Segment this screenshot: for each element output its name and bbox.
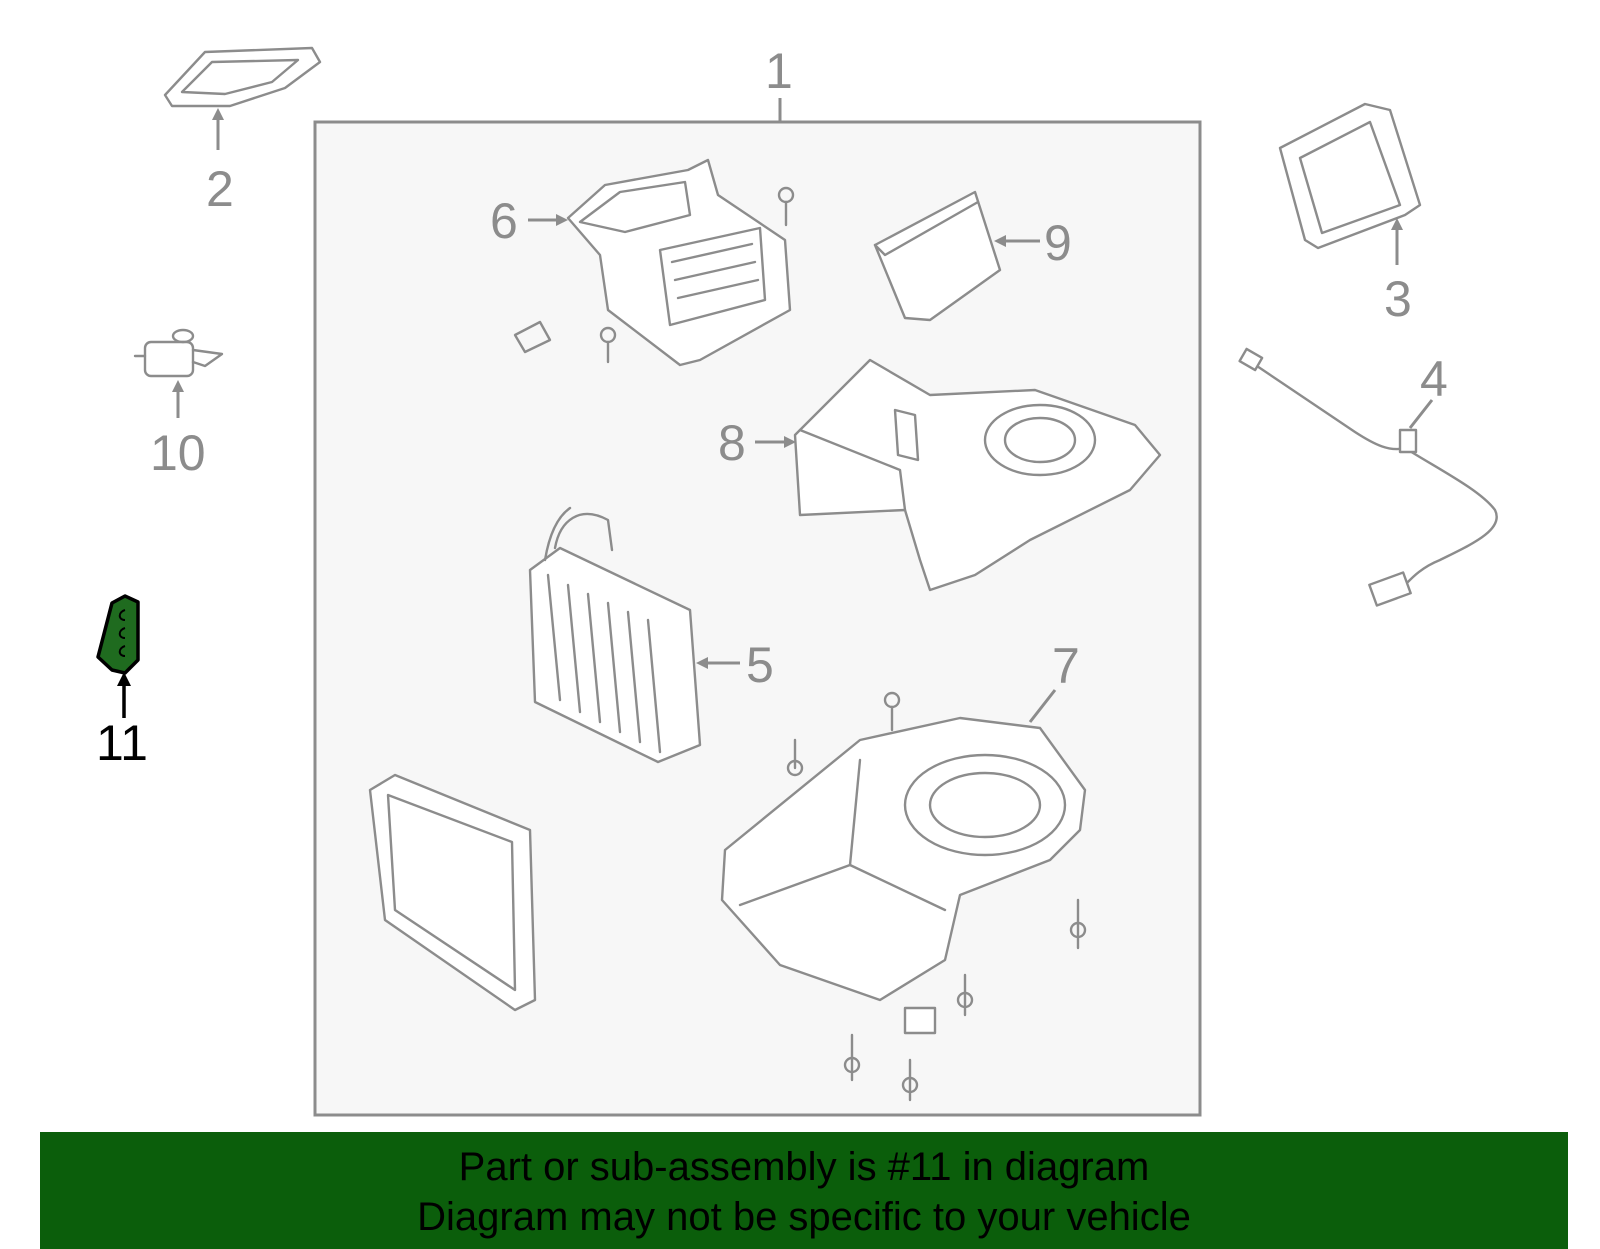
callout-5: 5 xyxy=(746,637,774,693)
part-2-seal[interactable] xyxy=(163,46,322,108)
callout-1: 1 xyxy=(765,43,793,99)
lower-filter-frame xyxy=(368,773,537,1012)
part-10-actuator[interactable] xyxy=(133,328,224,378)
part-9-filter[interactable] xyxy=(873,190,1002,322)
part-8-blower-case[interactable] xyxy=(793,358,1162,592)
callout-4: 4 xyxy=(1420,351,1448,407)
callout-8: 8 xyxy=(718,415,746,471)
info-banner: Part or sub-assembly is #11 in diagram D… xyxy=(40,1132,1568,1249)
part-7-blower-housing[interactable] xyxy=(720,691,1087,1102)
leader-7 xyxy=(1028,689,1057,723)
callout-3: 3 xyxy=(1384,271,1412,327)
part-4-wiring-harness[interactable] xyxy=(1238,347,1498,607)
callout-7: 7 xyxy=(1052,638,1080,694)
callout-11: 11 xyxy=(96,715,148,771)
callout-6: 6 xyxy=(490,193,518,249)
callout-10: 10 xyxy=(150,425,206,481)
callout-2: 2 xyxy=(206,161,234,217)
part-6-heater-case[interactable] xyxy=(513,158,795,367)
leader-4 xyxy=(1408,399,1434,429)
banner-line-2: Diagram may not be specific to your vehi… xyxy=(417,1195,1191,1239)
banner-line-1: Part or sub-assembly is #11 in diagram xyxy=(458,1145,1150,1189)
part-11-highlighted[interactable] xyxy=(96,594,140,675)
callout-9: 9 xyxy=(1044,215,1072,271)
part-3-filter-frame[interactable] xyxy=(1278,102,1422,250)
part-5-evaporator-core[interactable] xyxy=(528,506,702,764)
